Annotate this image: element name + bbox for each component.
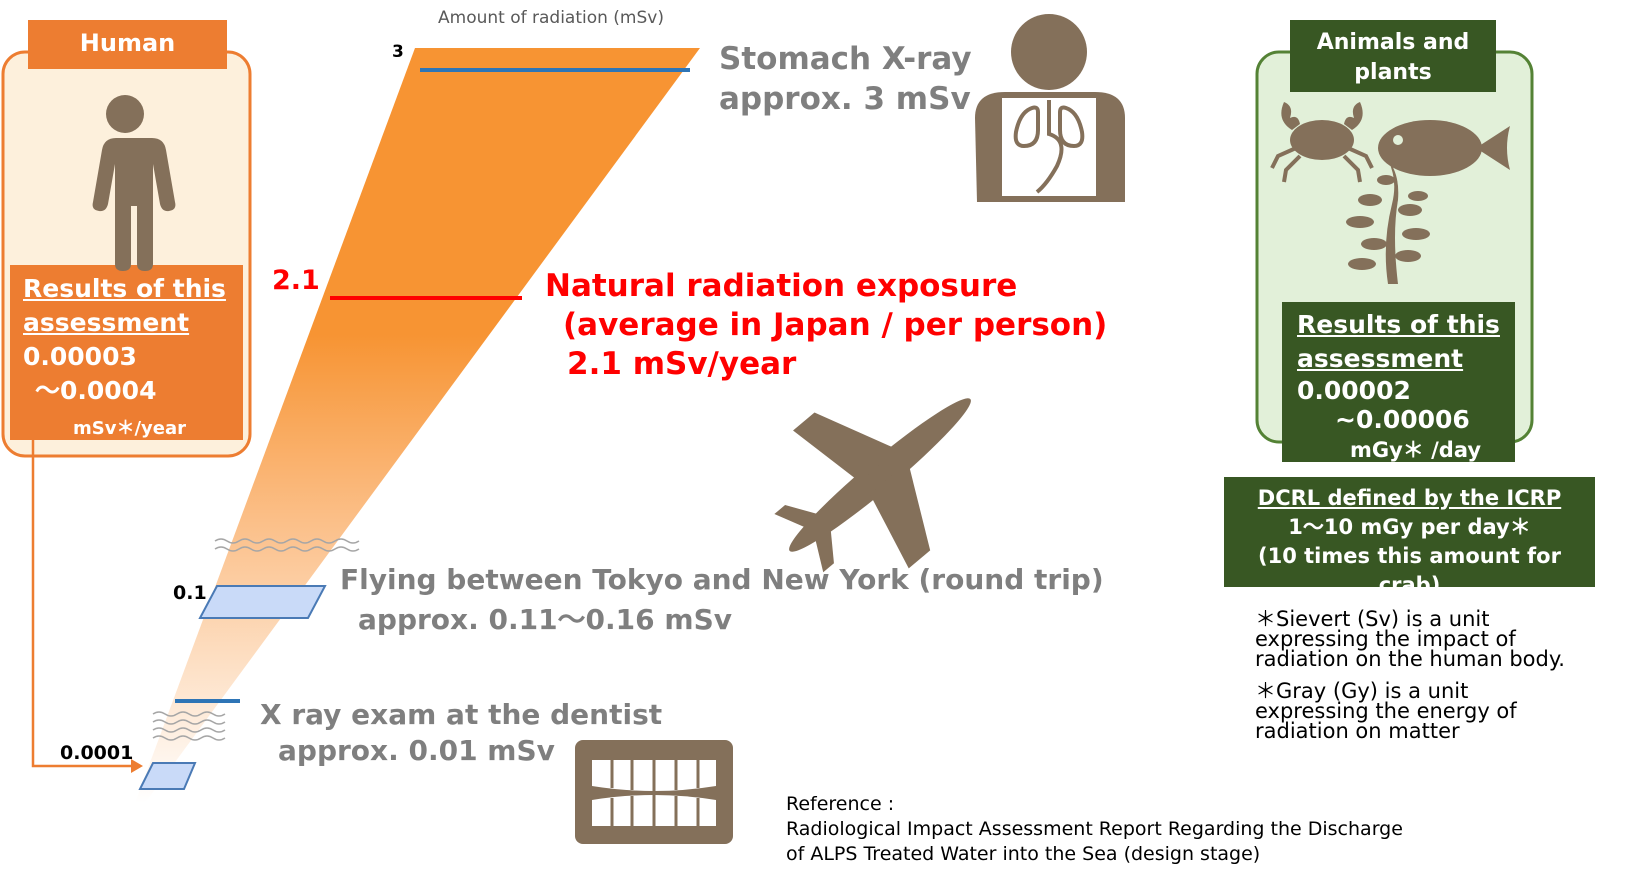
human-header: Human	[79, 29, 176, 57]
stomach-xray-label: Stomach X-ray approx. 3 mSv	[719, 39, 972, 119]
human-results-title-1: Results of this	[23, 274, 226, 303]
gray-note: ＊Gray (Gy) is a unit expressing the ener…	[1255, 679, 1517, 743]
human-results-unit: mSv＊/year	[73, 418, 186, 439]
dcrl-box: DCRL defined by the ICRP 1～10 mGy per da…	[1224, 484, 1595, 600]
gray-note-line-3: radiation on matter	[1255, 719, 1460, 743]
natural-radiation-subtitle: (average in Japan / per person)	[563, 307, 1108, 343]
scale-break-upper	[214, 538, 360, 552]
human-arrow-head	[131, 759, 143, 773]
dcrl-title: DCRL defined by the ICRP	[1257, 486, 1562, 510]
airplane-icon	[774, 398, 971, 573]
animals-results: Results of this assessment 0.00002 ~0.00…	[1297, 308, 1500, 434]
human-results-title-2: assessment	[23, 308, 190, 337]
dentist-dose: approx. 0.01 mSv	[278, 734, 555, 767]
animals-header-line-2: plants	[1354, 60, 1432, 85]
xray-chest-icon	[975, 14, 1125, 202]
flight-title: Flying between Tokyo and New York (round…	[340, 563, 1104, 596]
dcrl-line-1: 1～10 mGy per day＊	[1288, 515, 1531, 539]
gray-note-line-1: ＊Gray (Gy) is a unit	[1255, 679, 1469, 703]
animals-results-bg	[1282, 302, 1515, 462]
tick-label-0-0001: 0.0001	[60, 742, 134, 764]
flight-label: Flying between Tokyo and New York (round…	[340, 560, 1104, 640]
sievert-note-line-2: expressing the impact of	[1255, 627, 1516, 651]
human-results-value-2: ～0.0004	[35, 376, 157, 405]
fish-icon	[1378, 120, 1510, 176]
human-results: Results of this assessment 0.00003 ～0.00…	[23, 272, 226, 408]
dentist-label: X ray exam at the dentist approx. 0.01 m…	[260, 697, 662, 769]
animals-header-line-1: Animals and	[1316, 30, 1470, 55]
marker-0-0001msv	[138, 762, 197, 790]
animals-results-title-2: assessment	[1297, 344, 1464, 373]
teeth-icon	[575, 740, 733, 844]
reference-line-1: Radiological Impact Assessment Report Re…	[786, 818, 1403, 840]
marker-0-1msv	[198, 585, 327, 619]
reference-line-2: of ALPS Treated Water into the Sea (desi…	[786, 843, 1261, 865]
natural-radiation-label: Natural radiation exposure (average in J…	[545, 267, 1107, 384]
sievert-note-line-1: ＊Sievert (Sv) is a unit	[1255, 607, 1490, 631]
natural-radiation-title: Natural radiation exposure	[545, 268, 1018, 304]
animals-header-bg	[1290, 20, 1496, 92]
human-results-bg	[10, 265, 243, 440]
animals-header: Animals and plants	[1290, 28, 1496, 88]
animals-results-unit: mGy＊ /day	[1350, 438, 1482, 462]
tick-label-3: 3	[392, 42, 404, 62]
seaweed-icon	[1346, 160, 1430, 284]
natural-radiation-dose: 2.1 mSv/year	[567, 346, 797, 382]
gray-note-line-2: expressing the energy of	[1255, 699, 1517, 723]
human-results-value-1: 0.00003	[23, 342, 137, 371]
sievert-note-line-3: radiation on the human body.	[1255, 647, 1565, 671]
flight-dose: approx. 0.11～0.16 mSv	[358, 603, 732, 636]
animals-results-title-1: Results of this	[1297, 310, 1500, 339]
human-header-bg	[28, 20, 227, 69]
axis-title: Amount of radiation (mSv)	[438, 8, 664, 28]
dcrl-line-2: (10 times this amount for crab)	[1258, 544, 1561, 597]
animals-results-value-1: 0.00002	[1297, 376, 1411, 405]
animals-results-value-2: ~0.00006	[1335, 405, 1470, 434]
reference-label: Reference :	[786, 793, 895, 815]
reference: Reference : Radiological Impact Assessme…	[786, 792, 1403, 867]
crab-icon	[1270, 102, 1374, 183]
sievert-note: ＊Sievert (Sv) is a unit expressing the i…	[1255, 607, 1565, 671]
stomach-xray-dose: approx. 3 mSv	[719, 81, 971, 117]
human-to-scale-arrow	[31, 440, 131, 768]
dcrl-box-bg	[1224, 477, 1595, 587]
dentist-title: X ray exam at the dentist	[260, 698, 663, 731]
person-icon	[92, 95, 176, 271]
scale-break-lower	[152, 711, 226, 741]
tick-label-0-1: 0.1	[173, 582, 207, 604]
stomach-xray-title: Stomach X-ray	[719, 41, 972, 77]
tick-label-2-1: 2.1	[272, 265, 320, 296]
